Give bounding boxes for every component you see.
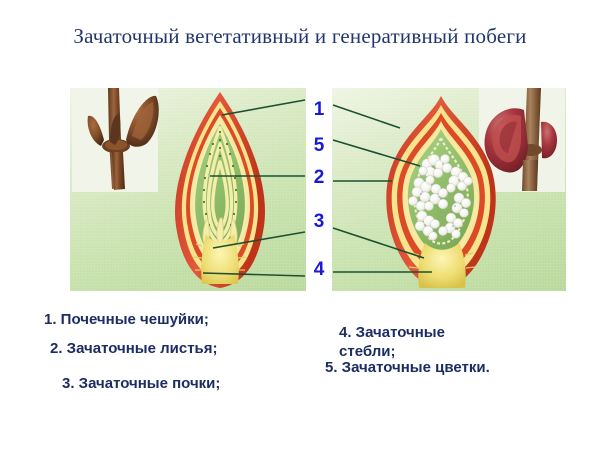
label-number-2: 2 [313,167,325,188]
label-number-column: 1 5 2 3 4 [306,88,332,291]
legend-item-1: 1. Почечные чешуйки; [44,311,209,328]
label-number-5: 5 [313,135,325,156]
vegetative-bud-cross-section [175,92,265,288]
legend-item-5: 5. Зачаточные цветки. [325,359,490,376]
brown-bud-photo [72,88,159,192]
label-number-3: 3 [313,211,325,232]
generative-bud-panel [331,88,566,291]
legend-item-3: 3. Зачаточные почки; [62,375,221,392]
legend-item-4: 4. Зачаточные стебли; [339,324,450,360]
page-title: Зачаточный вегетативный и генеративный п… [73,24,527,48]
legend-item-2: 2. Зачаточные листья; [50,340,218,357]
generative-bud-artwork [386,88,565,288]
vegetative-bud-panel [70,88,306,291]
red-bud-photo [479,88,565,192]
label-number-1: 1 [313,99,325,120]
vegetative-bud-artwork [72,88,265,288]
label-number-4: 4 [313,259,325,280]
flower-primordia [408,154,473,241]
